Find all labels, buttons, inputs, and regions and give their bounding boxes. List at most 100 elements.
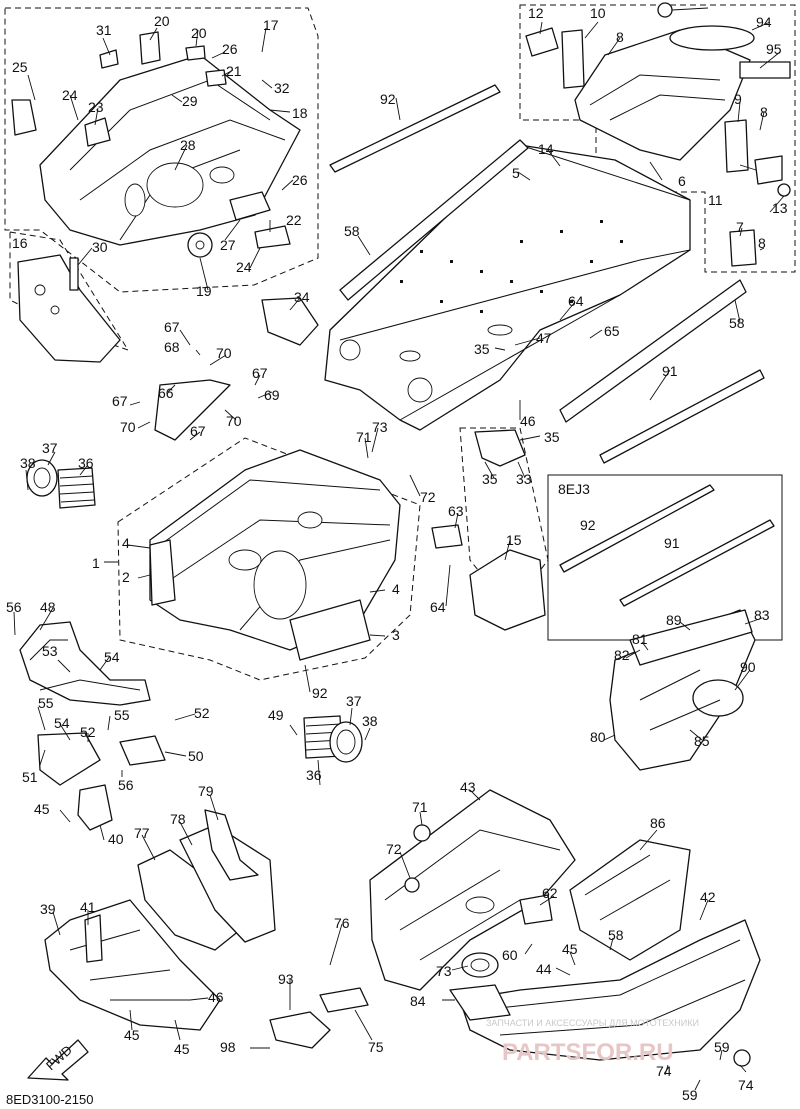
callout: 15	[506, 532, 522, 548]
callout: 4	[392, 581, 400, 597]
callout: 62	[542, 885, 558, 901]
callout: 74	[656, 1063, 672, 1079]
callout: 12	[528, 5, 544, 21]
lower-cowl	[369, 789, 576, 991]
rear-frame-assembly	[11, 31, 301, 258]
bracket-23	[84, 117, 111, 147]
front-frame	[149, 449, 401, 651]
duct-90	[692, 679, 744, 717]
plate-12	[525, 27, 559, 57]
rail-10	[561, 29, 585, 89]
callout: 45	[562, 941, 578, 957]
seat-bracket-assembly	[525, 2, 791, 267]
callout: 24	[62, 87, 78, 103]
callout: 18	[292, 105, 308, 121]
callout: 44	[536, 961, 552, 977]
callout: 46	[208, 989, 224, 1005]
cap-98	[657, 2, 673, 18]
callout: 52	[80, 724, 96, 740]
callout: 67	[190, 423, 206, 439]
callout: 36	[78, 455, 94, 471]
bracket-20	[139, 31, 161, 65]
callout: 35	[482, 471, 498, 487]
plate-77	[319, 987, 369, 1013]
pin-30	[69, 257, 79, 291]
strip-92-inset	[559, 484, 715, 573]
callout: 10	[590, 5, 606, 21]
callout: 29	[182, 93, 198, 109]
side-plate-16	[17, 254, 121, 363]
callout: 74	[738, 1077, 754, 1093]
watermark-text: ЗАПЧАСТИ И АКСЕССУАРЫ ДЛЯ МОТОТЕХНИКИ	[486, 1018, 699, 1028]
callout: 8	[758, 235, 766, 251]
callout: 55	[114, 707, 130, 723]
rear-frame-group-boundary	[4, 7, 319, 293]
callout: 71	[356, 429, 372, 445]
inset-label: 8EJ3	[558, 481, 590, 497]
callout: 37	[42, 440, 58, 456]
callout: 8	[616, 29, 624, 45]
callout: 24	[236, 259, 252, 275]
nut-13	[777, 183, 791, 197]
bumper-48	[19, 621, 151, 706]
callout: 40	[108, 831, 124, 847]
bumper-75-upper	[413, 824, 431, 842]
callout: 21	[226, 63, 242, 79]
callout: 38	[20, 455, 36, 471]
plate-11	[754, 155, 783, 185]
frame-opening	[253, 550, 307, 620]
callout: 55	[38, 695, 54, 711]
callout: 34	[294, 289, 310, 305]
callout: 58	[608, 927, 624, 943]
callout: 94	[756, 14, 772, 30]
callout: 86	[650, 815, 666, 831]
drawing-code: 8ED3100-2150	[6, 1092, 93, 1107]
callout: 77	[134, 825, 150, 841]
callout: 92	[380, 91, 396, 107]
bracket-40	[77, 784, 113, 831]
callout: 92	[580, 517, 596, 533]
callout: 43	[460, 779, 476, 795]
callout: 35	[474, 341, 490, 357]
side-covers	[44, 809, 276, 1031]
callout: 20	[191, 25, 207, 41]
bracket-33	[474, 429, 526, 467]
callout: 20	[154, 13, 170, 29]
bracket-group-boundary	[459, 427, 549, 611]
callout: 6	[678, 173, 686, 189]
strip-92	[329, 84, 501, 173]
callout: 26	[222, 41, 238, 57]
callout: 9	[734, 91, 742, 107]
callout: 3	[392, 627, 400, 643]
small-brackets	[37, 297, 546, 831]
callout: 70	[226, 413, 242, 429]
rear-frame	[39, 54, 301, 246]
bracket-25	[11, 99, 37, 136]
callout: 75	[368, 1039, 384, 1055]
callout: 67	[112, 393, 128, 409]
callout: 80	[590, 729, 606, 745]
watermark-brand: PARTSFOR.RU	[502, 1039, 674, 1066]
pad-93	[669, 25, 755, 51]
cover-86	[449, 984, 511, 1021]
brace-66	[154, 379, 231, 441]
callout: 72	[386, 841, 402, 857]
callout: 56	[6, 599, 22, 615]
callout: 45	[34, 801, 50, 817]
callout: 13	[772, 200, 788, 216]
rail-58-lower	[559, 279, 747, 423]
callout: 91	[664, 535, 680, 551]
callout: 26	[292, 172, 308, 188]
shell-42	[449, 919, 761, 1067]
callout: 58	[344, 223, 360, 239]
callout: 73	[372, 419, 388, 435]
callout: 32	[274, 80, 290, 96]
frame-cutout	[146, 162, 204, 208]
callout: 51	[22, 769, 38, 785]
callout: 31	[96, 22, 112, 38]
strip-94	[739, 61, 791, 79]
callout: 4	[122, 535, 130, 551]
bracket-34	[261, 297, 319, 346]
callout-numbers: 31 20 20 26 21 17 32 18 29 25 24 23 28 2…	[6, 5, 788, 1103]
